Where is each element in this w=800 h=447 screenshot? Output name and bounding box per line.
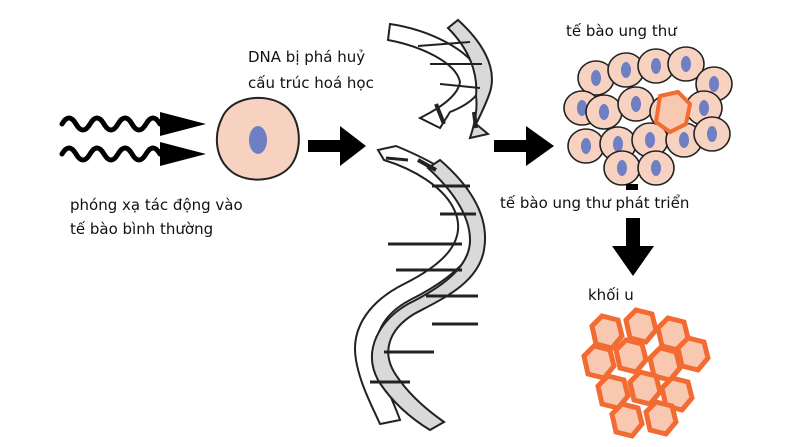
cancer-cell-nucleus (651, 58, 661, 74)
tumor-cell (581, 343, 617, 381)
cancer-cell-nucleus (709, 76, 719, 92)
tumor-cell (623, 307, 659, 345)
cancer-cell-nucleus (577, 100, 587, 116)
dna-helix-icon (354, 144, 487, 432)
tumor-cell (643, 399, 679, 437)
cancer-cell-cluster-icon (563, 46, 733, 186)
dna-label-line2: cấu trúc hoá học (248, 74, 374, 92)
transformed-cell (653, 89, 693, 135)
divider-mark (626, 184, 638, 190)
process-arrow-icon (494, 126, 554, 166)
cancer-cell-nucleus (599, 104, 609, 120)
tumor-cell (595, 373, 631, 411)
tumor-cell (589, 313, 625, 351)
cancer-cell-nucleus (699, 100, 709, 116)
cancer-cell-nucleus (631, 96, 641, 112)
dna-label-line1: DNA bị phá huỷ (248, 48, 365, 66)
cancer-cell-nucleus (613, 136, 623, 152)
cancer-cell-nucleus (645, 132, 655, 148)
cancer-cell-nucleus (707, 126, 717, 142)
cancer-cell-nucleus (621, 62, 631, 78)
normal-cell-icon (215, 96, 300, 181)
cancer-cell-nucleus (681, 56, 691, 72)
tumor-cell (627, 369, 663, 407)
cancer-cell-nucleus (651, 160, 661, 176)
tumor-cell (609, 401, 645, 439)
tumor-label: khối u (588, 286, 634, 304)
radiation-wave-icon (59, 112, 206, 166)
tumor-icon (581, 307, 711, 439)
process-arrow-icon (308, 126, 366, 166)
tumor-cell (613, 337, 649, 375)
cancer-cell-nucleus (591, 70, 601, 86)
cancer-cell-nucleus (617, 160, 627, 176)
process-arrow-icon (612, 218, 654, 276)
dna-helix-icon (386, 18, 493, 140)
cancer-cell-nucleus (581, 138, 591, 154)
tumor-cell (675, 335, 711, 373)
radiation-label-line2: tế bào bình thường (70, 220, 213, 238)
cancer-growth-label: tế bào ung thư phát triển (500, 194, 689, 212)
cancer-cell-nucleus (679, 132, 689, 148)
cancer-cell-label: tế bào ung thư (566, 22, 678, 40)
radiation-label-line1: phóng xạ tác động vào (70, 196, 243, 214)
